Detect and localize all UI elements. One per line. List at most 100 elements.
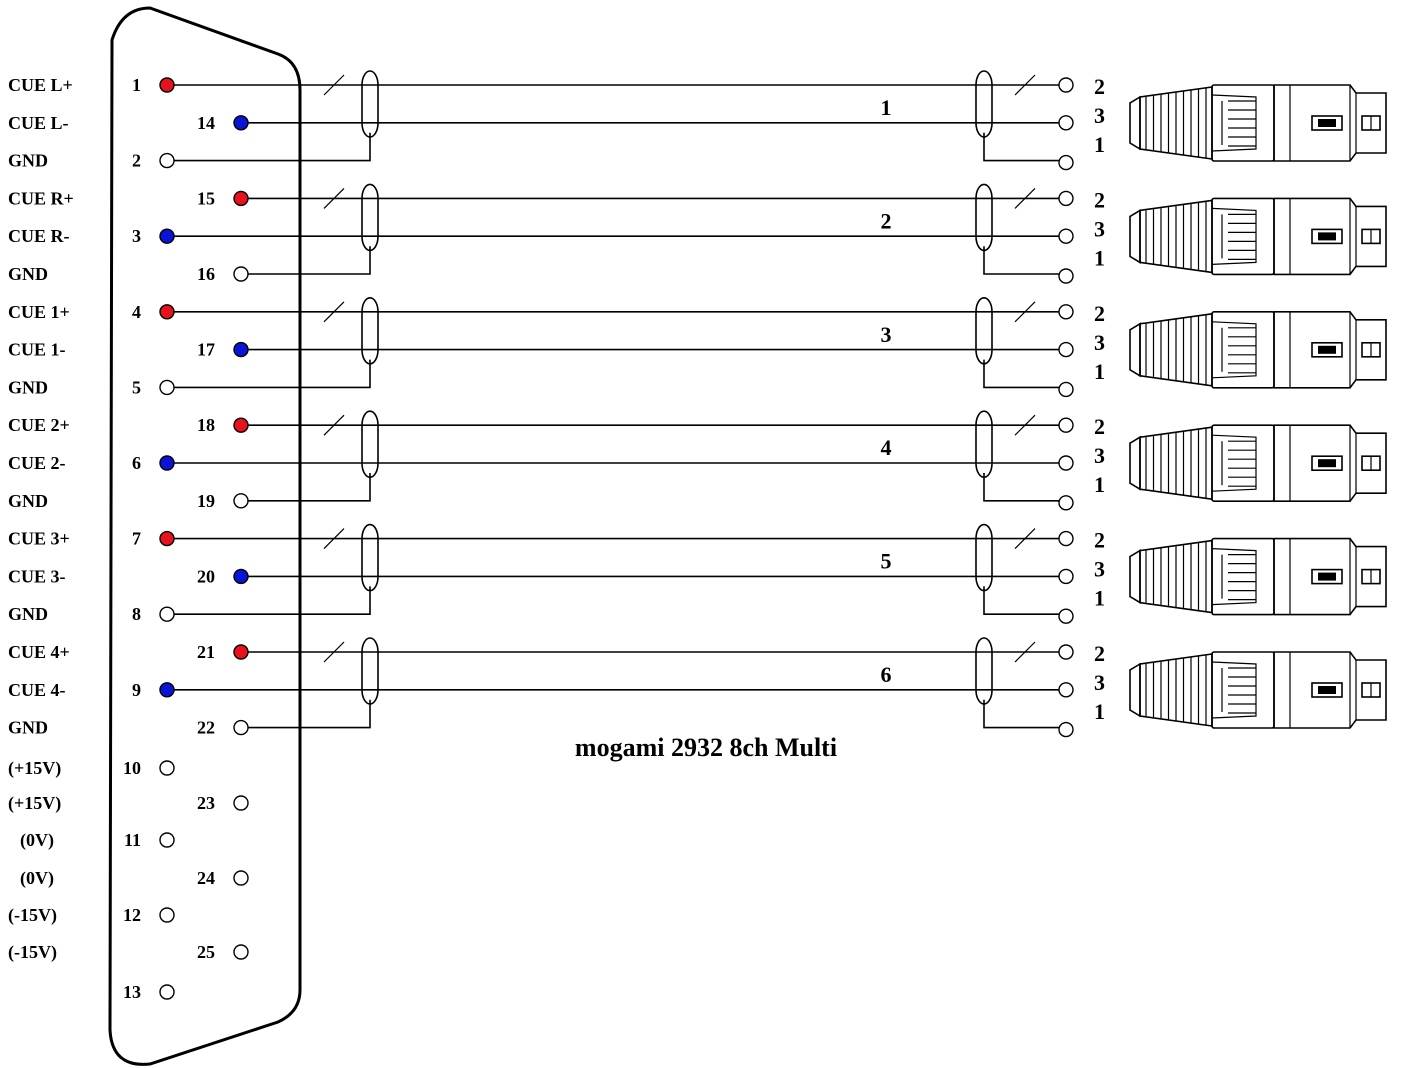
shield-oval bbox=[975, 637, 993, 705]
pin-dot bbox=[233, 568, 249, 585]
xlr-female-connector-icon bbox=[1129, 424, 1387, 503]
shield-wire-end bbox=[983, 699, 1059, 729]
slash-mark bbox=[323, 74, 345, 96]
xlr-terminal bbox=[1058, 721, 1074, 738]
shield-wire-end bbox=[983, 473, 1059, 502]
shield-wire-end bbox=[983, 246, 1059, 275]
signal-label: CUE 1- bbox=[8, 340, 66, 360]
pin-dot bbox=[233, 115, 249, 131]
xlr-female-connector-icon bbox=[1129, 84, 1387, 162]
shield-oval bbox=[975, 183, 993, 252]
xlr-terminal bbox=[1058, 154, 1074, 171]
xlr-pin-label: 1 bbox=[1094, 245, 1105, 270]
shield-wire bbox=[174, 359, 371, 389]
pin-number: 23 bbox=[197, 793, 215, 813]
xlr-pin-label: 3 bbox=[1094, 103, 1105, 128]
pin-number: 6 bbox=[132, 453, 141, 473]
db25-pin: 5 bbox=[132, 377, 175, 397]
pin-number: 7 bbox=[132, 529, 141, 549]
signal-label: GND bbox=[8, 718, 48, 738]
xlr-female-connector-icon bbox=[1129, 310, 1387, 389]
xlr-terminal bbox=[1058, 115, 1074, 131]
db25-pin: 6 bbox=[132, 453, 175, 473]
slash-mark bbox=[1014, 528, 1036, 550]
signal-label: CUE 2+ bbox=[8, 415, 70, 435]
xlr-pin-label: 2 bbox=[1094, 641, 1105, 666]
shield-wire-end bbox=[983, 132, 1059, 162]
signal-label: (0V) bbox=[20, 868, 54, 889]
db25-pins: 1142153164175186197208219221023112412251… bbox=[123, 75, 249, 1002]
xlr-terminal bbox=[1058, 190, 1074, 207]
db25-pin: 13 bbox=[123, 982, 175, 1002]
pin-number: 15 bbox=[197, 188, 215, 208]
shield-wire bbox=[248, 246, 371, 275]
pin-circle bbox=[159, 984, 175, 1000]
slash-mark bbox=[323, 528, 345, 550]
signal-label: CUE L+ bbox=[8, 75, 73, 95]
pin-number: 19 bbox=[197, 491, 215, 511]
shield-wire bbox=[248, 699, 371, 729]
signal-label: (-15V) bbox=[8, 905, 57, 926]
pin-dot bbox=[233, 644, 249, 660]
pin-dot bbox=[159, 304, 175, 320]
db25-pin: 18 bbox=[197, 415, 249, 435]
shield-oval bbox=[361, 183, 379, 252]
pin-number: 17 bbox=[197, 340, 215, 360]
pin-number: 16 bbox=[197, 264, 215, 284]
xlr-pin-label: 1 bbox=[1094, 699, 1105, 724]
pin-circle bbox=[233, 719, 249, 736]
pin-number: 3 bbox=[132, 226, 141, 246]
slash-mark bbox=[1014, 74, 1036, 96]
pin-dot bbox=[159, 455, 175, 471]
signal-label: GND bbox=[8, 264, 48, 284]
channel-number: 5 bbox=[881, 549, 892, 574]
pin-dot bbox=[159, 228, 175, 244]
db25-pin: 25 bbox=[197, 942, 249, 962]
pin-number: 22 bbox=[197, 718, 215, 738]
pin-number: 12 bbox=[123, 905, 141, 925]
signal-label: CUE 1+ bbox=[8, 302, 70, 322]
slash-mark bbox=[323, 301, 345, 323]
signal-label: (0V) bbox=[20, 830, 54, 851]
shield-wire bbox=[248, 473, 371, 502]
db25-pin: 1 bbox=[132, 75, 175, 95]
xlr-female-connector-icon bbox=[1129, 537, 1387, 616]
shield-oval bbox=[361, 637, 379, 705]
pin-dot bbox=[233, 417, 249, 433]
pin-circle bbox=[159, 760, 175, 776]
pin-circle bbox=[159, 907, 175, 923]
slash-mark bbox=[1014, 641, 1036, 663]
pin-number: 25 bbox=[197, 942, 215, 962]
pin-circle bbox=[233, 870, 249, 886]
signal-label: (+15V) bbox=[8, 758, 61, 779]
xlr-female-connector-icon bbox=[1129, 197, 1387, 276]
db25-pin: 2 bbox=[132, 151, 175, 171]
pin-number: 10 bbox=[123, 758, 141, 778]
slash-mark bbox=[323, 414, 345, 436]
channel-number: 2 bbox=[881, 208, 892, 233]
shield-oval bbox=[361, 410, 379, 479]
xlr-terminal bbox=[1058, 304, 1074, 320]
pin-circle bbox=[233, 266, 249, 282]
db25-pin: 15 bbox=[197, 188, 249, 208]
xlr-terminal bbox=[1058, 341, 1074, 358]
xlr-pin-label: 3 bbox=[1094, 670, 1105, 695]
xlr-terminal bbox=[1058, 268, 1074, 284]
signal-label: CUE R+ bbox=[8, 188, 74, 208]
shield-wire-end bbox=[983, 359, 1059, 389]
pin-number: 21 bbox=[197, 642, 215, 662]
pin-number: 13 bbox=[123, 982, 141, 1002]
xlr-pin-label: 2 bbox=[1094, 414, 1105, 439]
signal-label: (+15V) bbox=[8, 793, 61, 814]
slash-mark bbox=[1014, 301, 1036, 323]
db25-connector-outline bbox=[108, 6, 302, 1066]
db25-pin: 9 bbox=[132, 680, 175, 700]
slash-mark bbox=[1014, 414, 1036, 436]
xlr-pin-label: 1 bbox=[1094, 132, 1105, 157]
